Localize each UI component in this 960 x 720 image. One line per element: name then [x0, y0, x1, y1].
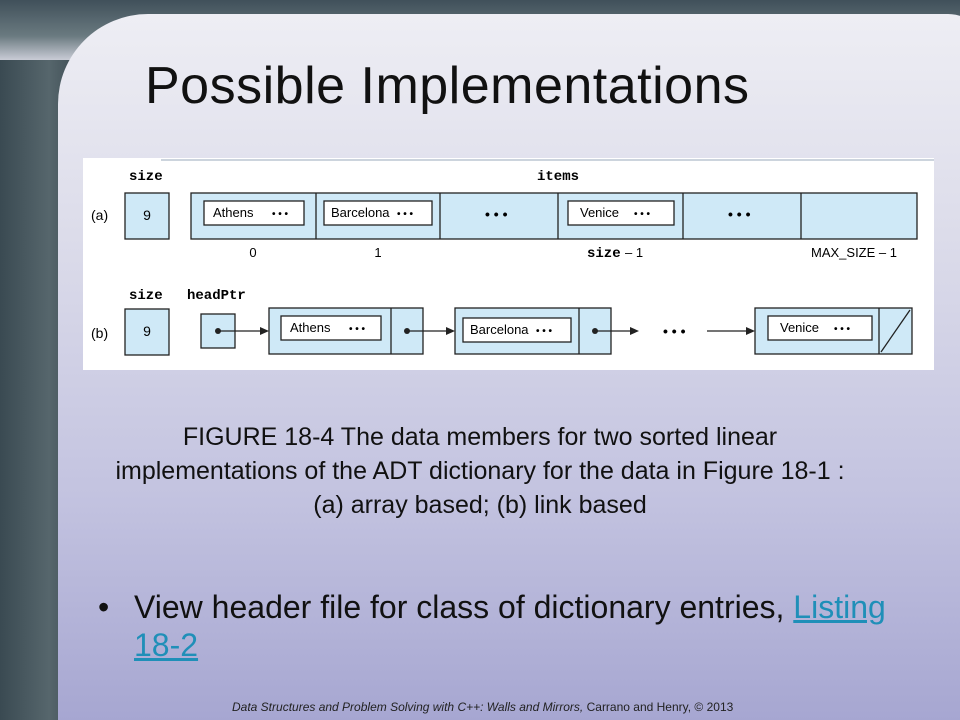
a-size-box [124, 192, 170, 240]
footer-authors: Carrano and Henry, © 2013 [583, 700, 734, 714]
a-entry-ellipsis: • • • [397, 209, 414, 220]
b-entry-ellipsis: • • • [834, 324, 851, 335]
b-entry-ellipsis: • • • [536, 326, 553, 337]
b-part-label: (b) [91, 325, 108, 341]
b-arrowhead [746, 327, 755, 335]
a-entry-label: Athens [213, 205, 254, 220]
a-size-value: 9 [143, 207, 151, 223]
b-entry-athens [280, 315, 382, 341]
b-entry-barcelona [462, 317, 572, 343]
a-entry-label: Barcelona [331, 205, 390, 220]
a-index-0: 0 [249, 245, 256, 260]
b-size-box [124, 308, 170, 356]
b-entry-label: Barcelona [470, 322, 529, 337]
a-gap-ellipsis: • • • [728, 206, 751, 222]
a-part-label: (a) [91, 207, 108, 223]
a-items-label: items [537, 169, 579, 185]
slide-title: Possible Implementations [145, 57, 750, 115]
a-index-1: 1 [374, 245, 381, 260]
b-entry-label: Athens [290, 320, 331, 335]
b-headptr-label: headPtr [187, 288, 246, 304]
a-entry-athens [203, 200, 305, 226]
b-arrowhead [260, 327, 269, 335]
a-entry-label: Venice [580, 205, 619, 220]
a-entry-venice [567, 200, 675, 226]
b-entry-venice [767, 315, 873, 341]
slide-footer: Data Structures and Problem Solving with… [232, 700, 733, 714]
a-entry-ellipsis: • • • [634, 209, 651, 220]
listing-18-2-link[interactable]: Listing 18-2 [134, 589, 886, 663]
b-arrowhead [630, 327, 639, 335]
figure-18-4: size items (a) 9 Athens • • • Barcelona … [83, 158, 934, 370]
b-gap-ellipsis: • • • [663, 323, 686, 339]
b-entry-ellipsis: • • • [349, 324, 366, 335]
b-arrowhead [446, 327, 455, 335]
bullet-item: • View header file for class of dictiona… [98, 588, 918, 664]
a-index-size: size [587, 246, 621, 262]
a-items-array [190, 192, 918, 240]
a-index-minus-one: – 1 [625, 245, 643, 260]
b-entry-label: Venice [780, 320, 819, 335]
a-entry-ellipsis: • • • [272, 209, 289, 220]
a-index-max-size: MAX_SIZE – 1 [811, 245, 897, 260]
bullet-text: View header file for class of dictionary… [134, 589, 785, 625]
footer-book-title: Data Structures and Problem Solving with… [232, 700, 584, 714]
b-size-label: size [129, 288, 163, 304]
b-size-value: 9 [143, 323, 151, 339]
a-size-label: size [129, 169, 163, 185]
a-entry-barcelona [323, 200, 433, 226]
a-gap-ellipsis: • • • [485, 206, 508, 222]
figure-caption: FIGURE 18-4 The data members for two sor… [115, 423, 845, 519]
b-null-pointer-slash [880, 309, 911, 353]
bullet-icon: • [98, 589, 110, 625]
